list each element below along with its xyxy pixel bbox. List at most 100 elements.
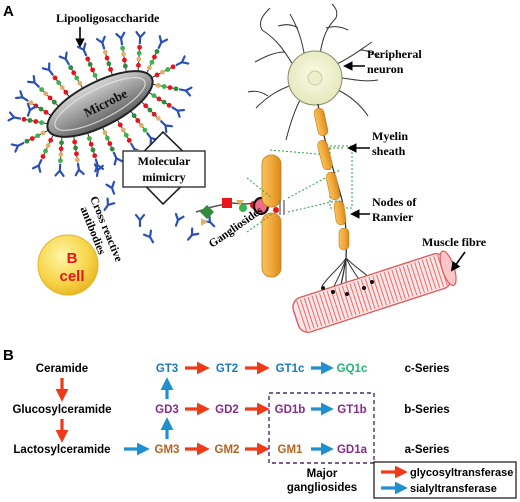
muscle-striation [391, 269, 403, 301]
sugar-residue [77, 80, 83, 86]
sugar-residue [137, 44, 142, 50]
sugar-residue [43, 148, 48, 154]
b-cell: B cell [37, 234, 99, 296]
gt1b-label: GT1b [337, 404, 366, 416]
sugar-residue [58, 146, 64, 152]
sugar-residue [40, 154, 46, 159]
sugar-residue [131, 113, 137, 119]
antibody-icon [154, 35, 169, 51]
sugar-residue [88, 141, 94, 147]
sugar-residue [117, 122, 123, 128]
sugar-residue [45, 143, 51, 149]
muscle-striation [353, 281, 365, 313]
sugar-residue [154, 72, 160, 78]
antibody-icon [95, 35, 110, 51]
sugar-residue [107, 141, 113, 147]
sugar-residue [147, 107, 153, 113]
sugar-residue [39, 87, 44, 92]
lipooligosaccharide-label: Lipooligosaccharide [56, 11, 160, 25]
gm1-label: GM1 [278, 444, 304, 456]
muscle-striation [383, 272, 395, 303]
myelin-segments [313, 107, 350, 251]
sugar-residue [108, 67, 114, 72]
sugar-residue [109, 146, 115, 152]
major-gangliosides-line1: Major [307, 468, 338, 480]
sugar-residue [38, 106, 44, 112]
muscle-striation [326, 290, 338, 322]
antibody-icon [142, 229, 158, 246]
antibody-icon [41, 62, 57, 79]
sugar-residue [86, 136, 92, 141]
molecular-mimicry-box: Molecular mimicry [122, 130, 206, 206]
sugar-residue [92, 153, 98, 159]
sugar-residue [35, 133, 41, 139]
antibody-icon [171, 212, 185, 229]
gq1c-label: GQ1c [337, 363, 368, 375]
myelin-segment [333, 200, 347, 226]
sugar-residue [167, 85, 173, 91]
myelin-closeup [261, 154, 285, 278]
sugar-residue [59, 85, 65, 90]
peripheral-neuron-label-line1: Peripheral [367, 47, 422, 61]
muscle-striation [349, 283, 361, 314]
microbe [46, 70, 154, 138]
sugar-residue [146, 65, 152, 71]
muscle-striation [398, 267, 410, 298]
gt2-label: GT2 [216, 363, 238, 375]
sugar-residue [143, 103, 149, 109]
sugar-residue [122, 63, 128, 69]
sugar-residue [39, 120, 45, 126]
sugar-residue [156, 116, 161, 121]
major-gangliosides-box [268, 392, 375, 464]
glucosylceramide-label: Glucosylceramide [12, 404, 111, 416]
muscle-striation [345, 284, 357, 316]
nerve-endings [321, 280, 374, 296]
muscle-striation [425, 258, 437, 290]
myelin-segment [317, 139, 333, 171]
antibody-icon [115, 31, 128, 46]
muscle-striation [334, 288, 346, 319]
sugar-residue [43, 91, 49, 97]
antibody-icon [134, 213, 146, 228]
antibody-icon [10, 138, 27, 153]
legend-sialyltransferase: sialyltransferase [410, 483, 497, 495]
muscle-striation [311, 295, 323, 327]
sugar-residue [120, 45, 126, 51]
sugar-residue [51, 99, 57, 105]
sugar-residue [29, 136, 35, 141]
sugar-residue [90, 67, 96, 73]
muscle-striation [402, 265, 414, 297]
myelin-segment [313, 107, 329, 137]
muscle-striation [300, 299, 311, 331]
sugar-residue [48, 137, 54, 143]
antibody-icon [178, 84, 193, 97]
sugar-residue [104, 55, 110, 61]
lactosylceramide-label: Lactosylceramide [13, 444, 110, 456]
sugar-residue [102, 130, 108, 136]
muscle-striation [319, 293, 330, 324]
sugar-residue [56, 80, 62, 86]
sugar-residue [43, 109, 49, 115]
sugar-residue [85, 56, 91, 62]
b-cell-label-line1: B [67, 250, 78, 267]
gd1a-label: GD1a [337, 444, 368, 456]
muscle-striation [421, 259, 433, 291]
myelin-label-line1: Myelin [372, 129, 408, 143]
sugar-residue [71, 70, 77, 76]
sugar-residue [104, 135, 110, 141]
sugar-residue [121, 51, 126, 57]
muscle-striation [414, 262, 425, 293]
antibody-icon [7, 111, 22, 124]
muscle-striation [330, 289, 342, 321]
sugar-residue [156, 96, 162, 102]
sugar-residue [126, 138, 132, 143]
sugar-residue [142, 127, 148, 133]
sugar-residue [52, 75, 58, 81]
muscle-fibre [292, 250, 457, 333]
gd1b-label: GD1b [275, 404, 306, 416]
myelin-segment [325, 171, 341, 201]
sugar-residue [92, 72, 98, 78]
muscle-striation [417, 260, 429, 292]
myelin-segment [338, 227, 350, 251]
muscle-striation [296, 300, 308, 332]
